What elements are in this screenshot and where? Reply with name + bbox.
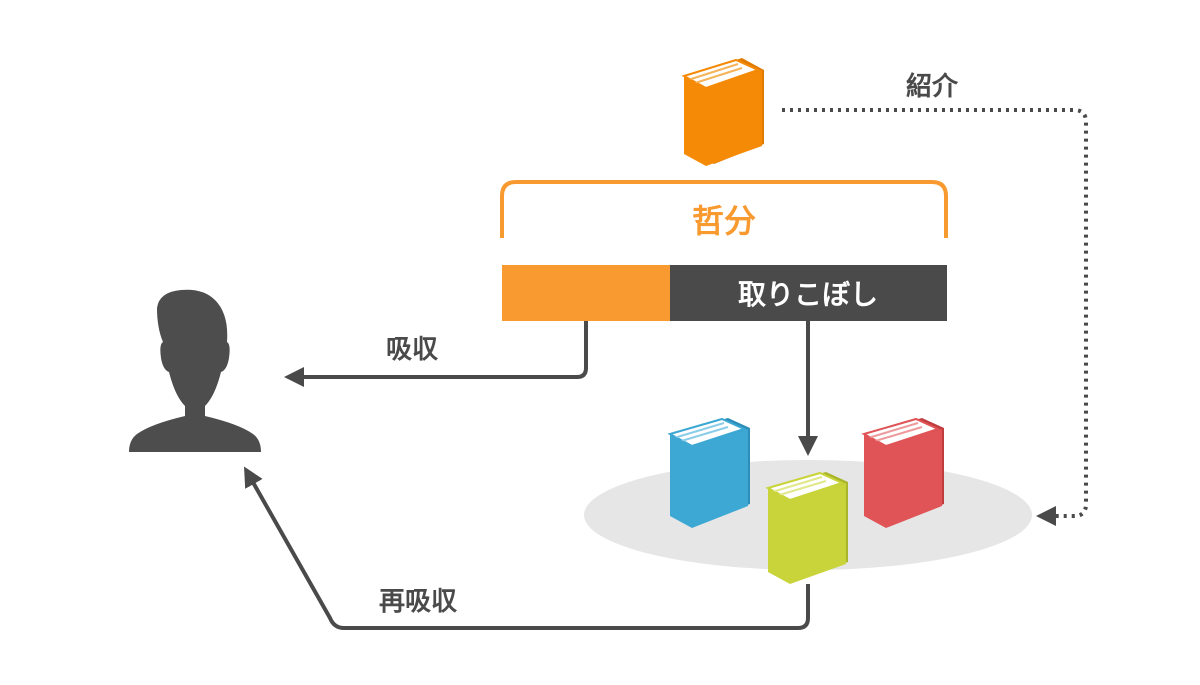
- book-icon-blue: [667, 417, 750, 528]
- reabsorb-arrow: [244, 466, 810, 630]
- introduce-label: 紹介: [906, 71, 959, 102]
- book-icon-red: [861, 417, 944, 528]
- bracket: [500, 180, 948, 238]
- bar-dark-label: 取りこぼし: [738, 278, 878, 311]
- book-icon-orange: [681, 58, 764, 166]
- bar-dark-segment: [670, 265, 947, 321]
- person-icon: [129, 289, 261, 452]
- absorb-arrow: [284, 321, 588, 387]
- absorb-label: 吸収: [386, 335, 439, 365]
- book-icon-green: [765, 471, 848, 584]
- reabsorb-label: 再吸収: [379, 587, 458, 617]
- introduce-arrow: [782, 108, 1088, 526]
- bar-orange-segment: [502, 265, 670, 321]
- bracket-label: 哲分: [692, 202, 756, 240]
